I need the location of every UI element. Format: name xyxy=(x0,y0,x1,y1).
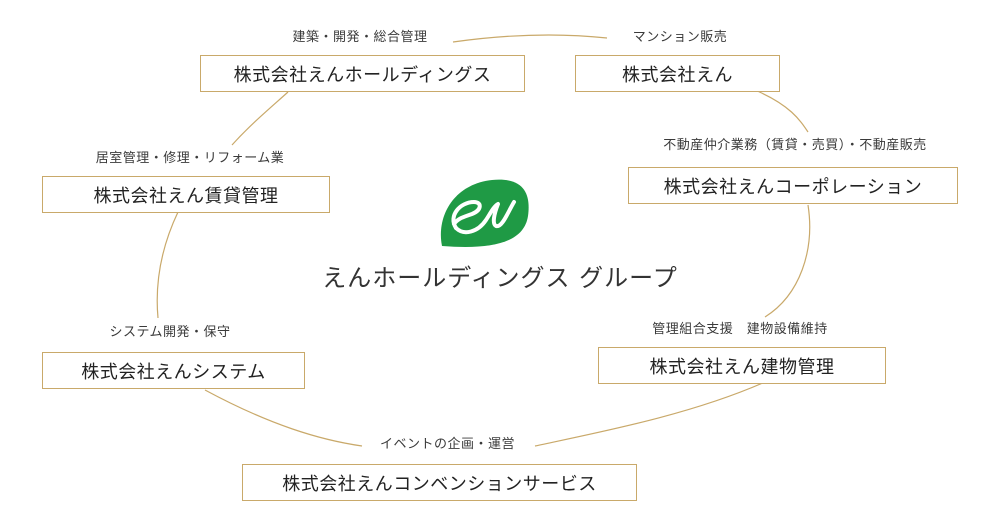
connector-upper-left xyxy=(231,91,289,146)
caption-system: システム開発・保守 xyxy=(109,325,231,340)
box-chintai: 株式会社えん賃貸管理 xyxy=(42,176,330,213)
en-logo-icon xyxy=(434,176,532,252)
box-en: 株式会社えん xyxy=(575,55,780,92)
caption-chintai: 居室管理・修理・リフォーム業 xyxy=(95,151,285,166)
box-corporation: 株式会社えんコーポレーション xyxy=(628,167,958,204)
connector-left xyxy=(156,211,179,319)
caption-en: マンション販売 xyxy=(632,30,728,45)
caption-convention: イベントの企画・運営 xyxy=(379,437,515,452)
box-tatemono: 株式会社えん建物管理 xyxy=(598,347,886,384)
box-convention: 株式会社えんコンベンションサービス xyxy=(242,464,637,501)
connector-upper-right xyxy=(754,89,809,133)
connector-lower-left xyxy=(204,389,363,447)
caption-corporation: 不動産仲介業務（賃貸・売買）・不動産販売 xyxy=(663,138,927,153)
connector-lower-right xyxy=(534,381,766,447)
caption-tatemono: 管理組合支援 建物設備維持 xyxy=(652,322,828,337)
box-holdings: 株式会社えんホールディングス xyxy=(200,55,525,92)
connector-top xyxy=(452,34,608,43)
caption-holdings: 建築・開発・総合管理 xyxy=(292,30,428,45)
connector-right xyxy=(764,204,811,318)
box-system: 株式会社えんシステム xyxy=(42,352,305,389)
group-title: えんホールディングス グループ xyxy=(322,264,678,292)
